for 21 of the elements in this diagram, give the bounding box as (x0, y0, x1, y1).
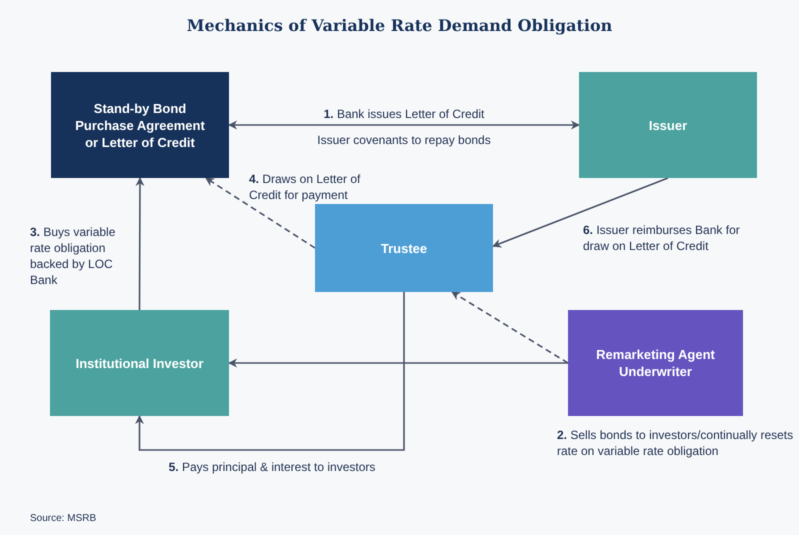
process-box (579, 72, 757, 178)
arrow (135, 292, 405, 451)
source-note: Source: MSRB (30, 512, 98, 526)
node-label: Stand-by Bond Purchase Agreement or Letter of Credit (74, 100, 206, 150)
flow-note: Issuer covenants to repay bonds (316, 132, 492, 148)
step-note: 2. Sells bonds to investors/continually resets rate on variable rate obligation (557, 427, 794, 459)
process-box (568, 310, 743, 416)
process-box (50, 310, 229, 416)
node-label: Institutional Investor (76, 354, 204, 372)
arrow (135, 177, 144, 310)
diagram-title: Mechanics of Variable Rate Demand Obligation (186, 16, 614, 35)
process-box (51, 72, 229, 178)
arrow (492, 177, 668, 248)
arrow (451, 291, 568, 364)
arrow (228, 358, 568, 368)
arrow (228, 120, 580, 130)
arrow (205, 177, 316, 249)
node-label: Remarketing Agent Underwriter (595, 346, 716, 380)
node-label: Trustee (380, 240, 428, 256)
node-label: Issuer (648, 116, 688, 134)
process-box (315, 204, 493, 292)
